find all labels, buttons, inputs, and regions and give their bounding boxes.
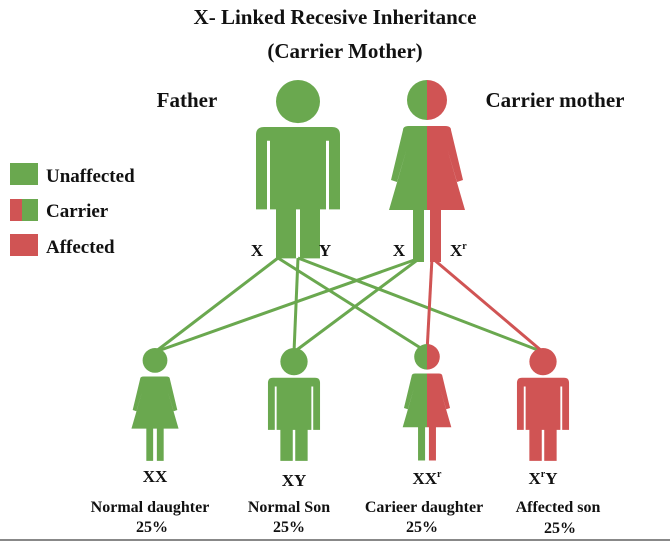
father-allele-y: Y	[319, 241, 331, 260]
label-affected-son: Affected son	[516, 499, 601, 516]
normal-daughter-figure	[131, 348, 179, 461]
legend-carrier: Carrier	[46, 201, 109, 222]
percent-affected-son: 25%	[544, 520, 576, 537]
father-figure	[256, 80, 340, 259]
line-mother-xr-to-carrier-daughter	[425, 257, 434, 353]
father-label: Father	[157, 88, 218, 112]
line-father-x-to-carrier-daughter	[277, 256, 428, 354]
child-descriptions: Normal daughter 25% Normal Son 25% Carie…	[91, 499, 601, 537]
inheritance-lines	[154, 256, 544, 354]
line-mother-x-to-son	[293, 256, 421, 354]
line-mother-xr-to-affected-son	[431, 256, 544, 354]
genotype-carrier-daughter: XXr	[412, 469, 442, 488]
percent-normal-daughter: 25%	[136, 519, 168, 536]
label-normal-daughter: Normal daughter	[91, 499, 210, 516]
legend-affected: Affected	[46, 237, 115, 258]
normal-son-figure	[267, 348, 321, 461]
carrier-mother-figure	[389, 80, 465, 262]
line-father-y-to-affected-son	[297, 256, 544, 354]
title: X- Linked Recesive Inheritance	[194, 5, 477, 29]
line-mother-x-to-daughter	[154, 256, 421, 354]
child-labels: XX XY XXr XrY	[143, 467, 558, 490]
legend-unaffected: Unaffected	[46, 166, 135, 187]
legend: Unaffected Carrier Affected	[10, 163, 135, 258]
genotype-normal-daughter: XX	[143, 467, 168, 486]
mother-allele-xr: Xr	[450, 241, 467, 260]
percent-carrier-daughter: 25%	[406, 519, 438, 536]
line-father-x-to-daughter	[154, 256, 279, 354]
label-normal-son: Normal Son	[248, 499, 330, 516]
mother-allele-x: X	[393, 241, 406, 260]
genotype-normal-son: XY	[282, 471, 307, 490]
label-carrier-daughter: Carieer daughter	[365, 499, 483, 516]
percent-normal-son: 25%	[273, 519, 305, 536]
father-allele-x: X	[251, 241, 264, 260]
line-father-y-to-son	[292, 257, 300, 353]
green-square-icon	[10, 163, 38, 185]
subtitle: (Carrier Mother)	[267, 39, 422, 63]
red-square-icon	[10, 234, 38, 256]
half-red-half-green-square-icon	[10, 199, 38, 221]
carrier-daughter-figure	[402, 344, 452, 461]
genotype-affected-son: XrY	[528, 469, 557, 488]
mother-label: Carrier mother	[486, 88, 625, 112]
affected-son-figure	[516, 348, 570, 461]
